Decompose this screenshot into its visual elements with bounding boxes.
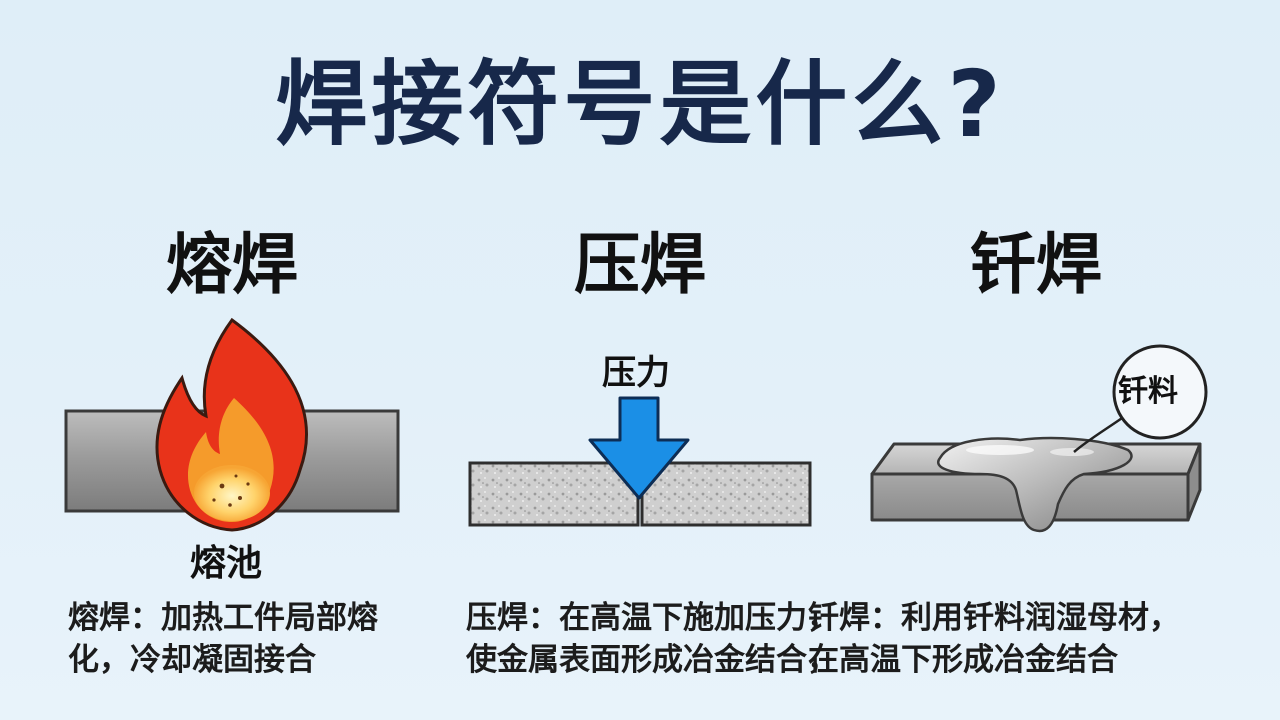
page-title: 焊接符号是什么? <box>275 51 1005 158</box>
heading-fusion-welding: 熔焊 <box>166 226 298 303</box>
fusion-description-line1: 熔焊：加热工件局部熔 <box>68 600 378 636</box>
pressure-description-line2: 使金属表面形成冶金结合， <box>466 642 838 678</box>
melt-pool-label: 熔池 <box>190 543 263 584</box>
pressure-label: 压力 <box>602 353 670 393</box>
heading-pressure-welding: 压焊 <box>574 226 706 303</box>
fusion-description-line2: 化，冷却凝固接合 <box>68 642 316 678</box>
pressure-plate-right <box>640 461 812 527</box>
heading-brazing: 钎焊 <box>970 226 1102 303</box>
solder-callout <box>1073 344 1208 453</box>
solder-drop-icon <box>937 436 1133 533</box>
pressure-description-line1: 压焊：在高温下施加压力， <box>466 600 838 636</box>
brazing-description-line2: 在高温下形成冶金结合 <box>808 642 1118 678</box>
solder-label: 钎料 <box>1118 374 1178 409</box>
pressure-plate-left <box>468 461 640 527</box>
flame-icon <box>155 317 308 532</box>
down-arrow-icon <box>588 396 690 500</box>
brazing-description-line1: 钎焊：利用钎料润湿母材， <box>808 600 1180 636</box>
